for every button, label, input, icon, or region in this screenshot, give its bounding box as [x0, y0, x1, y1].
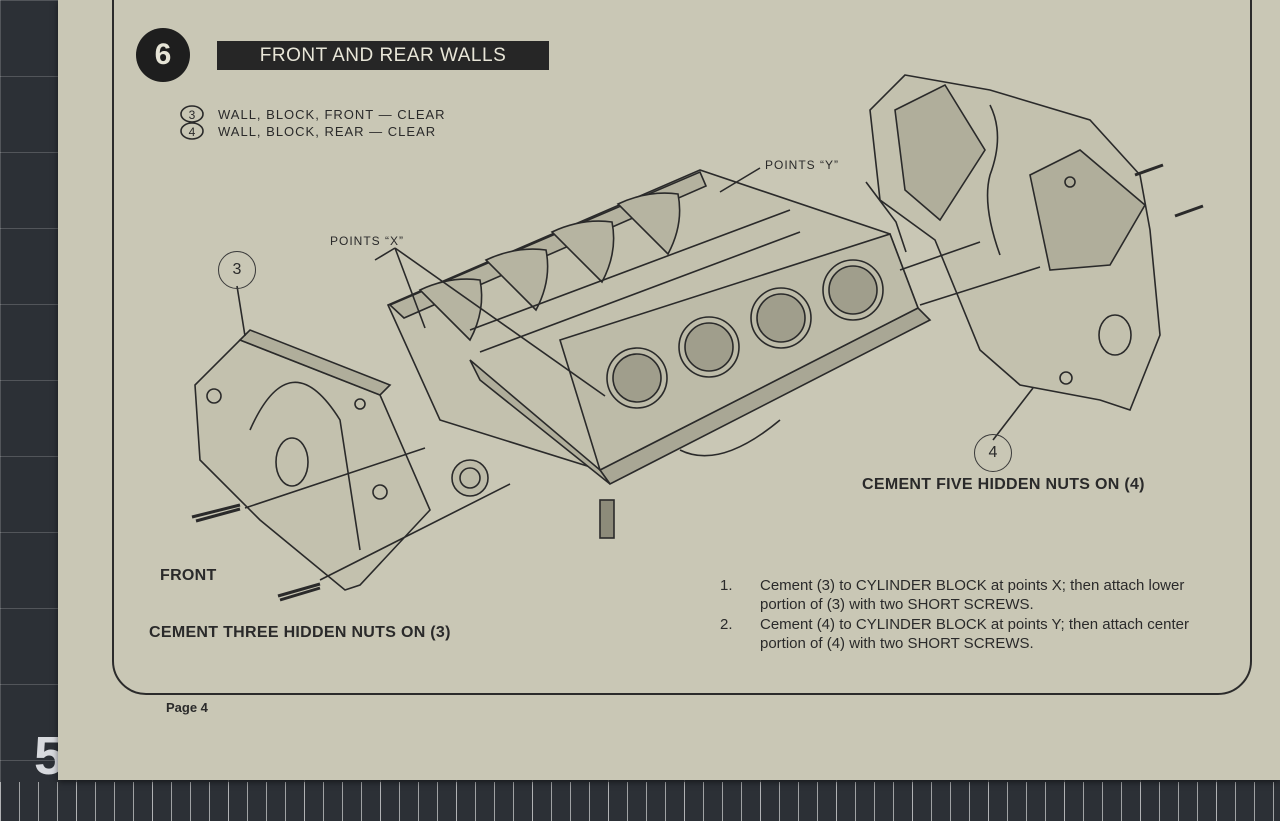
part-3-callout-circle: 3	[218, 251, 256, 289]
front-wall-drawing	[194, 329, 431, 591]
part-3-list-circle	[180, 105, 204, 123]
part-label: WALL, BLOCK, FRONT — CLEAR	[218, 107, 446, 122]
rear-wall-drawing	[869, 74, 1161, 411]
parts-list: 3 WALL, BLOCK, FRONT — CLEAR 4 WALL, BLO…	[180, 106, 446, 140]
callout-points-y: POINTS “Y”	[765, 158, 840, 172]
instruction-number: 2.	[720, 616, 733, 633]
part-label: WALL, BLOCK, REAR — CLEAR	[218, 124, 437, 139]
instruction-item: 2. Cement (4) to CYLINDER BLOCK at point…	[720, 615, 1200, 653]
rear-nuts-note: CEMENT FIVE HIDDEN NUTS ON (4)	[862, 476, 1145, 493]
instruction-text: Cement (4) to CYLINDER BLOCK at points Y…	[760, 616, 1189, 652]
callout-points-x: POINTS “X”	[330, 234, 405, 248]
part-4-list-circle	[180, 122, 204, 140]
parts-list-item: 4 WALL, BLOCK, REAR — CLEAR	[180, 123, 446, 140]
cutting-mat-ruler	[0, 782, 1280, 821]
page-number: Page 4	[166, 700, 208, 715]
parts-list-item: 3 WALL, BLOCK, FRONT — CLEAR	[180, 106, 446, 123]
instruction-list: 1. Cement (3) to CYLINDER BLOCK at point…	[720, 576, 1200, 654]
front-nuts-note: CEMENT THREE HIDDEN NUTS ON (3)	[149, 624, 451, 641]
instruction-item: 1. Cement (3) to CYLINDER BLOCK at point…	[720, 576, 1200, 614]
part-4-callout-circle: 4	[974, 434, 1012, 472]
step-number-badge: 6	[136, 28, 190, 82]
part-number: 3	[188, 107, 196, 122]
step-title: FRONT AND REAR WALLS	[217, 41, 549, 70]
instruction-number: 1.	[720, 577, 733, 594]
screw-drawings	[191, 163, 1204, 602]
step-frame	[112, 0, 1252, 695]
front-label: FRONT	[160, 567, 217, 584]
leader-lines	[236, 167, 1041, 581]
instruction-text: Cement (3) to CYLINDER BLOCK at points X…	[760, 577, 1185, 613]
cylinder-block-drawing	[386, 169, 932, 539]
part-number: 4	[188, 124, 196, 139]
